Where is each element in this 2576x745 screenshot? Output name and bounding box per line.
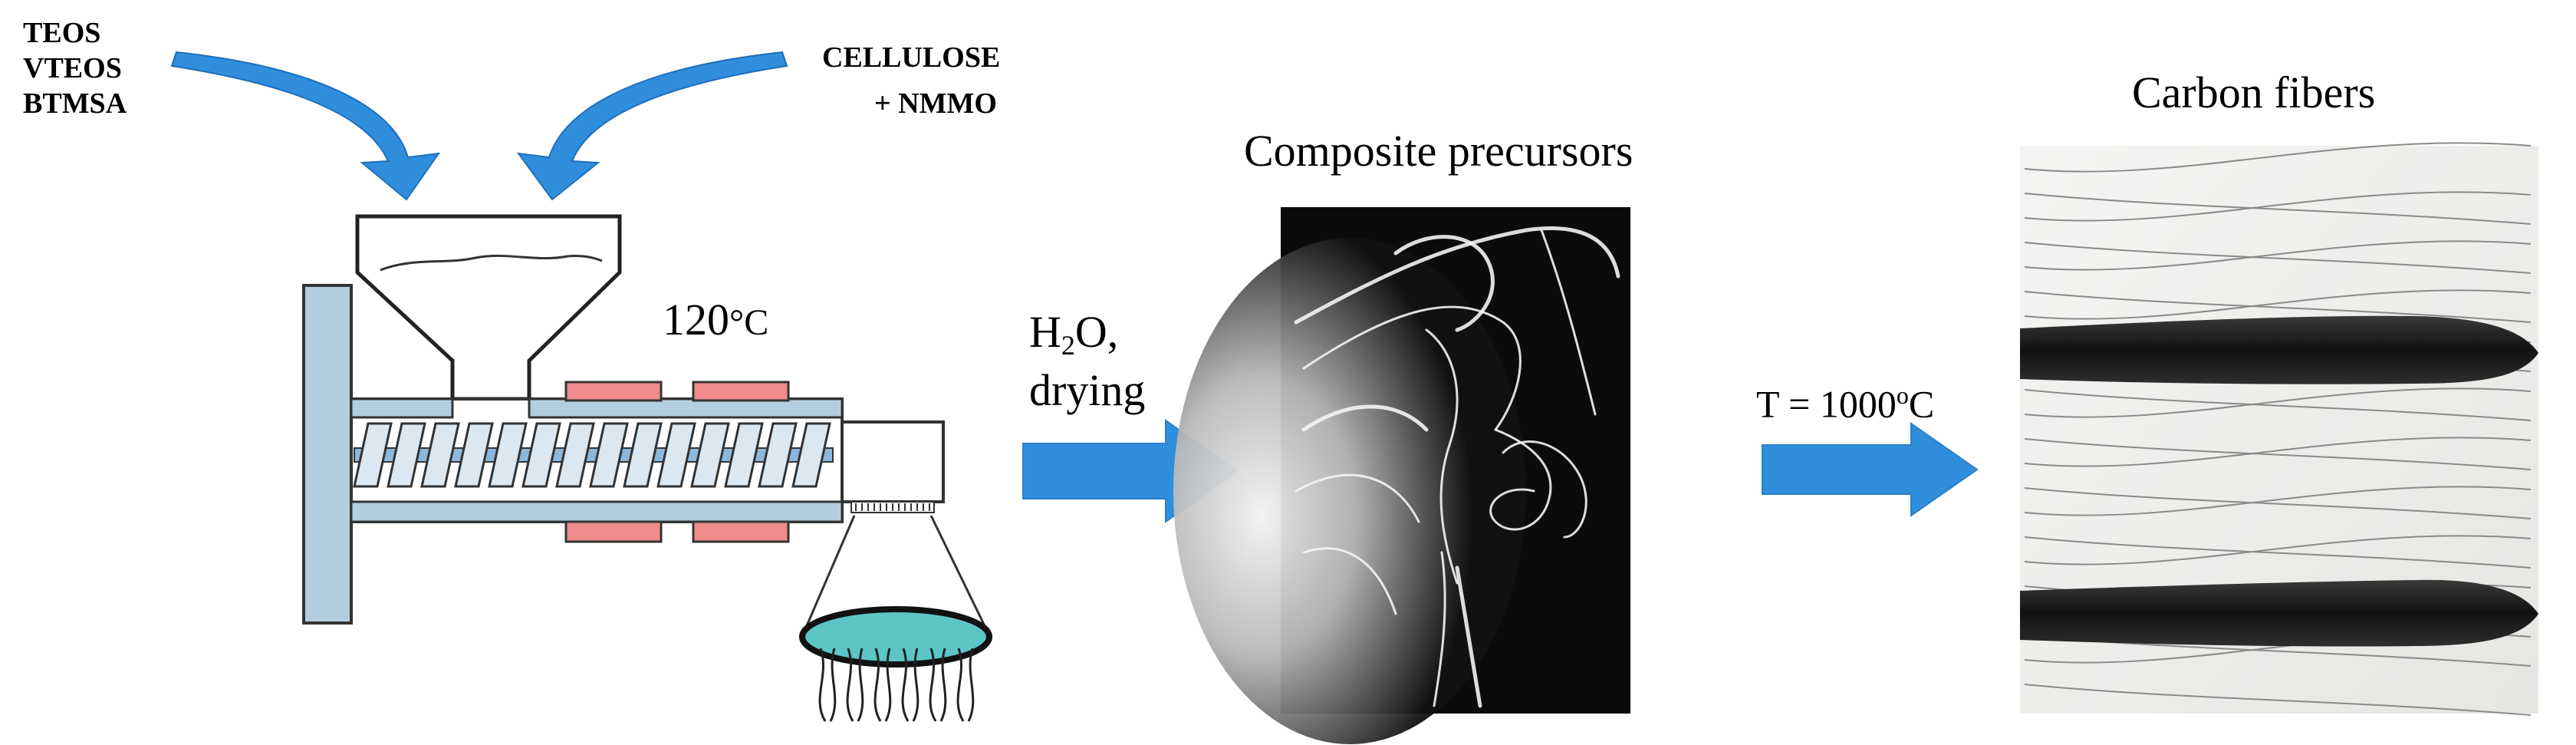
screw-flight [555, 422, 595, 488]
screw-flight [758, 422, 798, 488]
stray-fiber [2024, 291, 2532, 323]
precursors-title: Composite precursors [1244, 126, 1633, 176]
silane-btmsa: BTMSA [23, 87, 127, 120]
stray-fiber [2024, 387, 2532, 418]
h2o-subscript: 2 [1061, 330, 1075, 361]
precursor-fiber [1302, 305, 1522, 431]
feed-hopper [355, 214, 622, 401]
precursor-fiber [1540, 229, 1597, 416]
stray-fiber [2024, 240, 2532, 271]
screw-flight [690, 422, 730, 488]
stray-fiber [2024, 193, 2532, 225]
collector-strand [829, 648, 837, 722]
stray-fiber [2024, 438, 2532, 470]
precursor-fiber [1502, 440, 1587, 539]
heater-bands [564, 381, 790, 543]
carbonization-arrow [1762, 422, 1979, 517]
stray-fiber [2024, 242, 2532, 274]
screw-flight [791, 422, 831, 488]
silane-vteos: VTEOS [23, 52, 122, 84]
carbonization-unit: C [1908, 382, 1935, 426]
stray-fiber [2024, 684, 2532, 716]
collector-strand [818, 648, 827, 722]
precursor-fiber [1433, 551, 1446, 707]
collector-strand [929, 648, 937, 722]
cellulose-feed-arrow [516, 51, 788, 201]
collector-strand [967, 648, 975, 722]
extruder-back-plate [302, 284, 353, 625]
screw-flight [454, 422, 494, 488]
stray-fiber [2024, 142, 2532, 173]
stray-fiber [2024, 536, 2532, 569]
precursor-fiber [1455, 565, 1482, 708]
silane-list: TEOS VTEOS BTMSA [23, 15, 127, 121]
collector-strand [873, 648, 882, 722]
stray-fiber [2024, 437, 2532, 467]
carbonization-temperature: T = 1000oC [1756, 370, 1934, 430]
screw-flight [589, 422, 629, 488]
screw-flight [656, 422, 696, 488]
stray-fiber [2024, 486, 2532, 516]
collector-strand [846, 648, 854, 722]
precursor-fiber [1393, 235, 1495, 332]
degree-superscript: o [1896, 381, 1909, 409]
collector-strand [939, 648, 947, 722]
precursor-fiber [1425, 328, 1459, 585]
stray-fiber [2024, 389, 2532, 421]
fiber-collector [799, 515, 992, 722]
precursor-fiber [1489, 428, 1552, 531]
stray-fiber [2024, 487, 2532, 519]
collector-strand [901, 648, 910, 722]
collector-strand [956, 648, 965, 722]
screw-flight [724, 422, 764, 488]
extruder-temperature: 120°C [663, 295, 768, 348]
screw-flight [488, 422, 528, 488]
collector-strand [912, 648, 920, 722]
drying-label: drying [1029, 365, 1146, 415]
spinneret-die [841, 420, 945, 513]
screw-flight [353, 422, 393, 488]
extrusion-screw [353, 422, 834, 488]
collector-strand [857, 648, 864, 722]
precursor-fiber [1294, 226, 1620, 325]
composite-precursors-photo [1173, 207, 1630, 744]
screw-flight [387, 422, 426, 488]
silane-feed-arrow [170, 51, 441, 201]
stray-fiber [2024, 289, 2532, 320]
screw-flight [521, 422, 561, 488]
h2o-h: H [1029, 307, 1061, 357]
screw-flight [623, 422, 663, 488]
silane-teos: TEOS [23, 17, 101, 49]
h2o-o: O, [1074, 307, 1119, 357]
screw-flight [420, 422, 460, 488]
stray-fiber [2024, 191, 2532, 222]
stray-fiber [2024, 535, 2532, 565]
collector-strand [884, 648, 892, 722]
cellulose-label: CELLULOSE [822, 41, 1001, 74]
nmmo-label: + NMMO [874, 87, 997, 120]
wash-label: H2O, [1029, 307, 1118, 371]
precursor-fiber [1295, 473, 1420, 523]
carbon-fibers-photo [2020, 142, 2538, 716]
precursor-fiber [1301, 404, 1429, 432]
temperature-unit: °C [729, 302, 769, 343]
precursor-fiber [1302, 547, 1397, 615]
fibers-title: Carbon fibers [2132, 68, 2376, 117]
temperature-value: 120 [663, 295, 729, 344]
carbonization-value: T = 1000 [1756, 382, 1897, 426]
